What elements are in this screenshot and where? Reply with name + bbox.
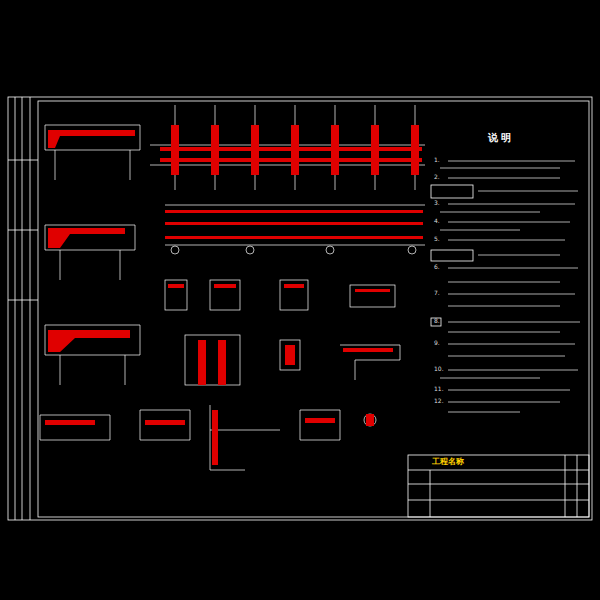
section-details (165, 280, 400, 426)
note-number: 7. (434, 290, 440, 296)
note-number: 2. (434, 174, 440, 180)
drawing-frame (8, 97, 592, 520)
note-number: 8. (434, 318, 440, 324)
notes-title: 说 明 (488, 133, 511, 143)
note-number: 1. (434, 157, 440, 163)
note-number: 10. (434, 366, 444, 372)
note-number: 3. (434, 200, 440, 206)
notes-text-lines (440, 161, 580, 412)
note-number: 12. (434, 398, 444, 404)
note-number: 5. (434, 236, 440, 242)
note-number: 4. (434, 218, 440, 224)
note-number: 9. (434, 340, 440, 346)
note-number: 6. (434, 264, 440, 270)
beam-end-details (40, 125, 340, 470)
beam-elevation (150, 105, 425, 254)
title-block-text: 工程名称 (432, 458, 464, 466)
note-number: 11. (434, 386, 444, 392)
